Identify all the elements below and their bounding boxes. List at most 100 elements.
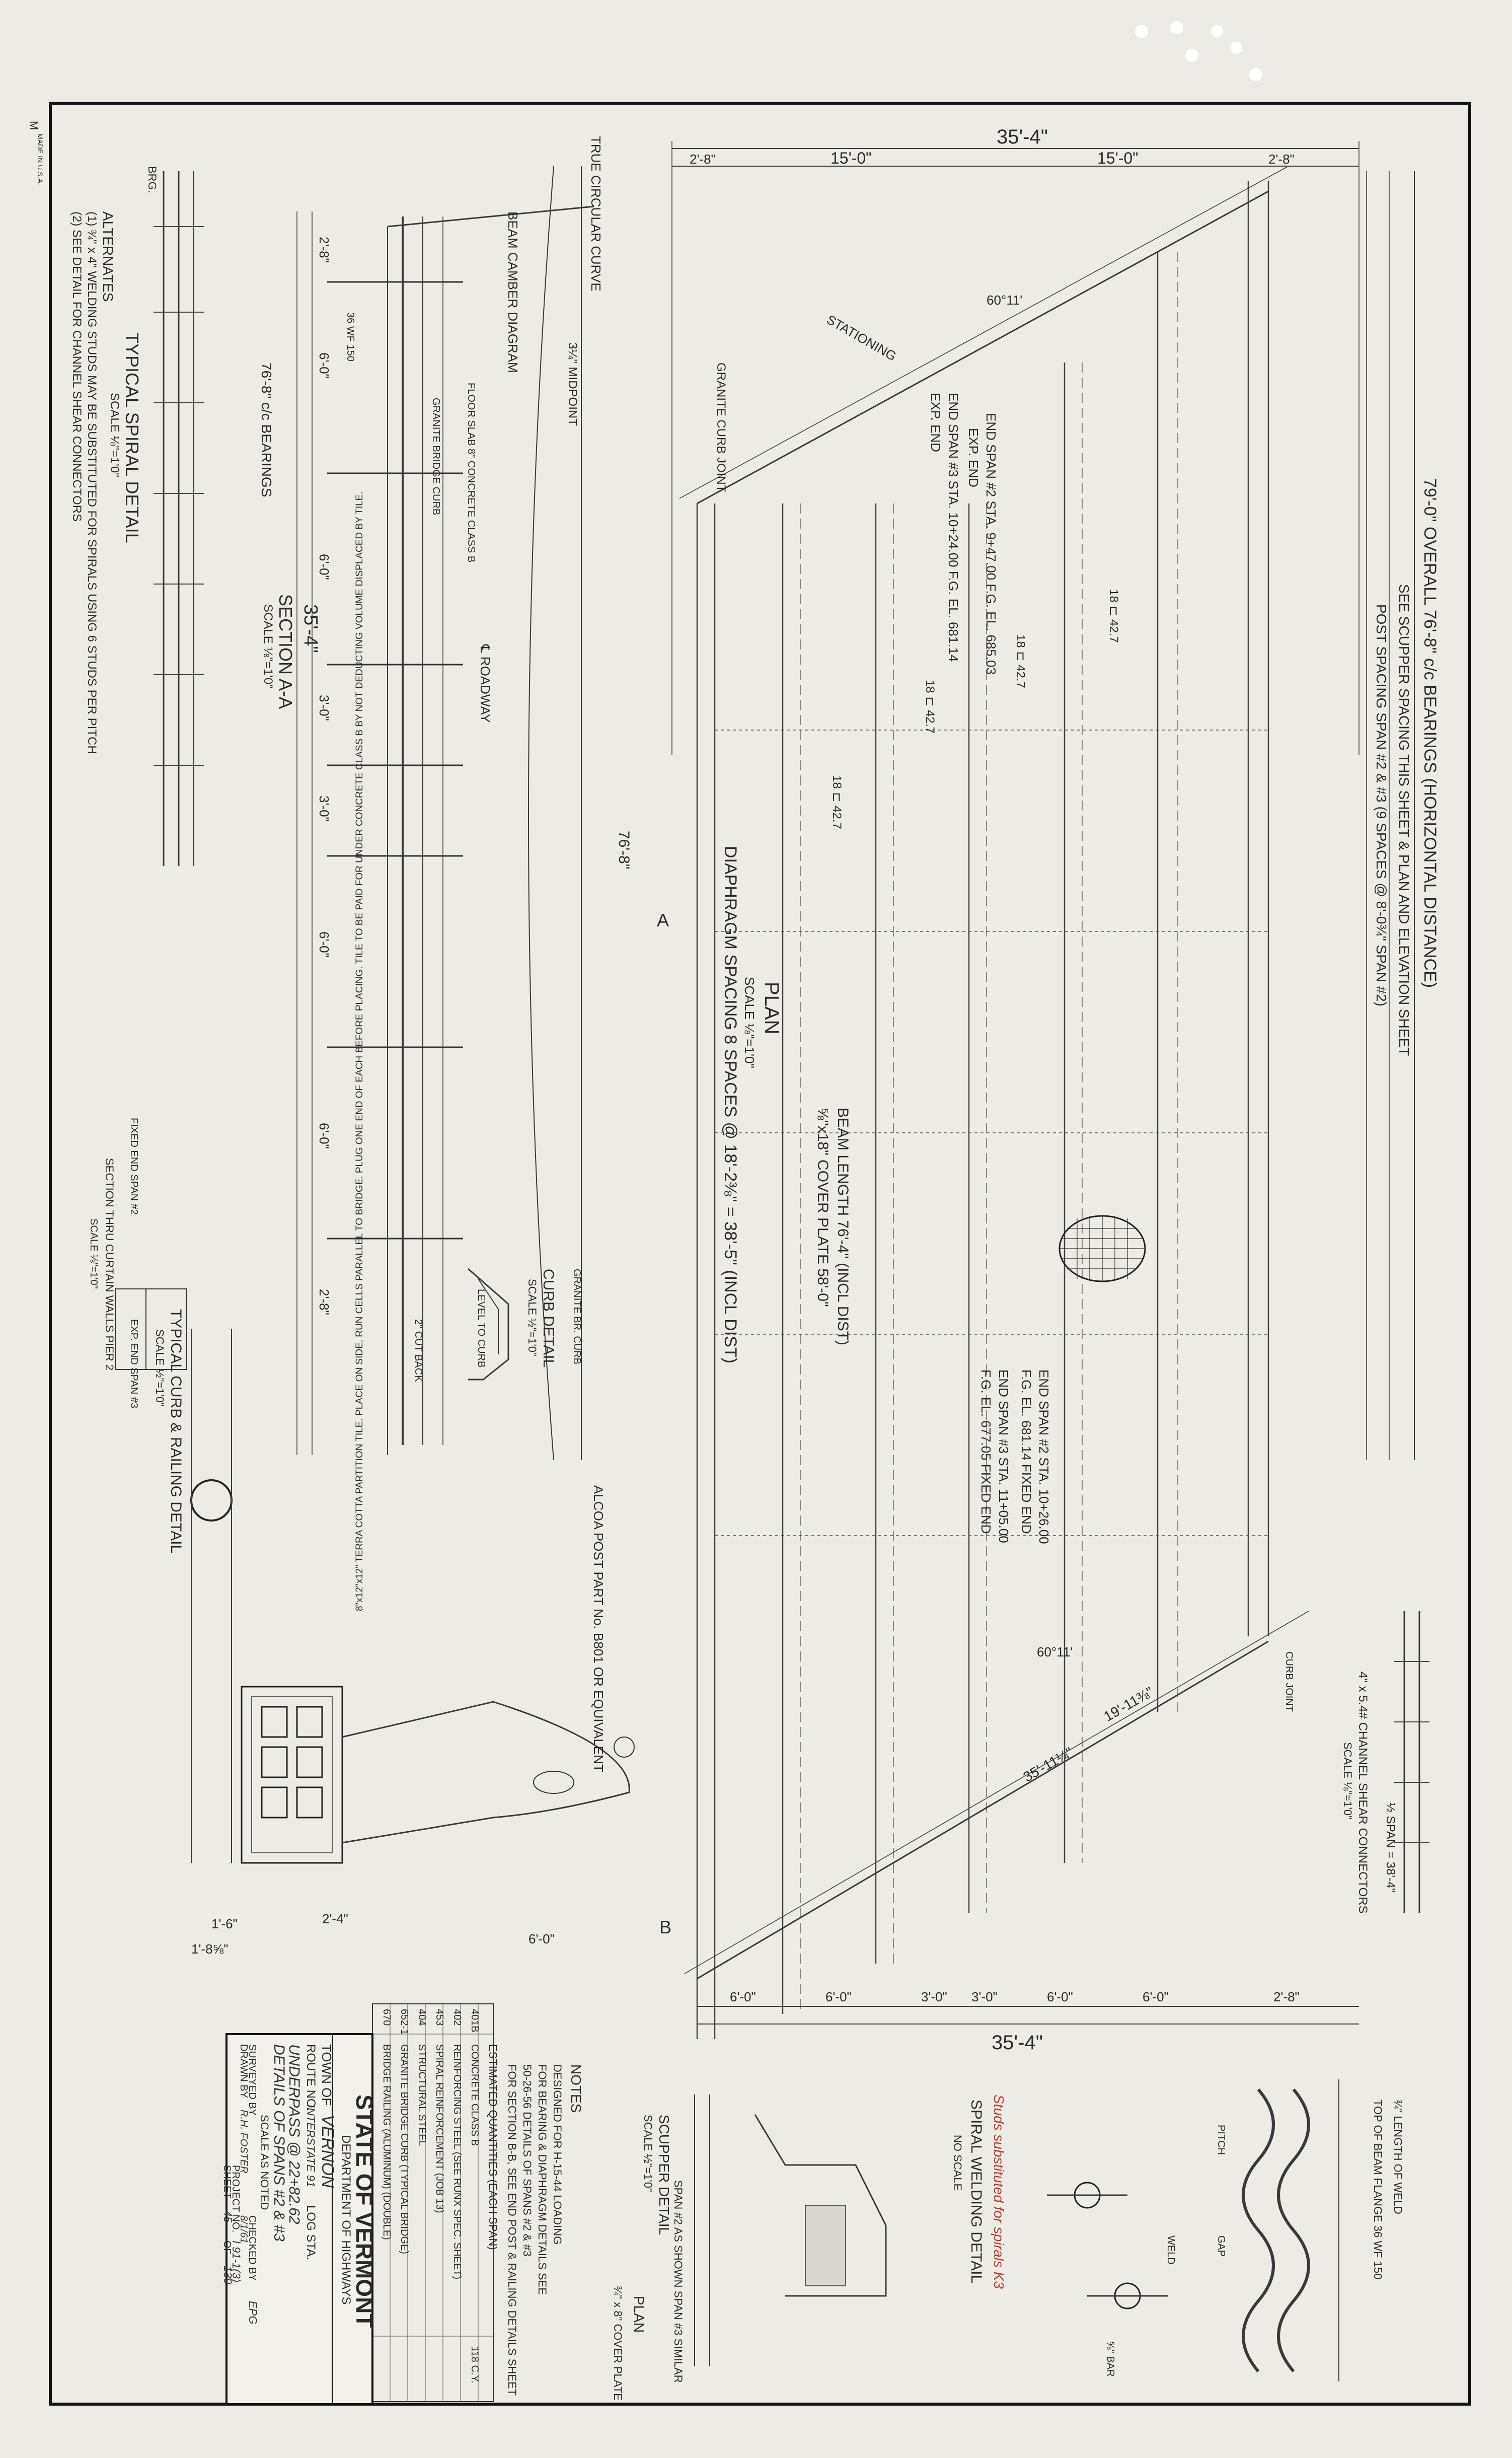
wall-section-title: SECTION THRU CURTAIN WALLS PIER 2: [103, 1158, 116, 1370]
wall-section-scale: SCALE ⅛"=1'0": [88, 1218, 99, 1289]
title-block: STATE OF VERMONT DEPARTMENT OF HIGHWAYS …: [221, 2033, 377, 2405]
notes-line-4: FOR SECTION B-B, SEE END POST & RAILING …: [506, 2064, 518, 2396]
plan-section-a: A: [657, 910, 669, 930]
plan-end-span-right-b: F.G. EL. 681.14 FIXED END: [1019, 1369, 1034, 1534]
weld-weld: WELD: [1165, 2235, 1176, 2265]
title-desc-2: DETAILS OF SPANS #2 & #3: [271, 2044, 287, 2242]
plan-angle-top: 60°11': [987, 293, 1022, 308]
weld-gap: GAP: [1216, 2235, 1227, 2257]
camber-title: BEAM CAMBER DIAGRAM: [505, 211, 520, 373]
railing-seg-3: 1'-8⅝": [191, 1941, 228, 1957]
plan-end-span-left-a: END SPAN #2 STA. 9+47.00 F.G. EL. 685.03: [984, 413, 999, 675]
title-town: VERNON: [318, 2115, 337, 2188]
plan-granite-curb-joint: GRANITE CURB JOINT: [714, 363, 728, 492]
plan-bottom-seg-2: 6'-0": [825, 1989, 852, 2004]
railing-seg-1: 1'-6": [211, 1916, 238, 1931]
plan-seg-edge2: 2'-8": [1268, 152, 1295, 167]
margin-stamp: M MADE IN U.S.A.: [28, 121, 44, 185]
plan-diaphragm: DIAPHRAGM SPACING 8 SPACES @ 18'-2⅜" = 3…: [721, 846, 740, 1363]
plan-section-b: B: [659, 1917, 671, 1937]
scupper-scale: SCALE ½"=1'0": [642, 2115, 654, 2192]
weld-top-flange: TOP OF BEAM FLANGE 36 WF 150: [1372, 2100, 1384, 2279]
section-aa: 35'-4" 2'-8" 6'-0" 6'-0" 3'-0" 3'-0" 6'-…: [261, 205, 594, 1455]
title-project-label: PROJECT NO.: [230, 2165, 241, 2232]
title-route-label: ROUTE NO.: [304, 2044, 318, 2111]
plan-cover-plate: ⅝"x18" COVER PLATE 58'-0": [814, 1108, 831, 1307]
spiral-scale: SCALE ⅛"=1'0": [108, 393, 121, 477]
weld-detail: SPIRAL WELDING DETAIL NO SCALE TOP OF BE…: [951, 2079, 1404, 2381]
camber-midpoint: 3¼" MIDPOINT: [566, 342, 579, 426]
quantity-code-5: 652-1: [399, 2009, 410, 2035]
notes-line-2: FOR BEARING & DIAPHRAGM DETAILS SEE: [536, 2064, 549, 2295]
quantity-desc-2: REINFORCING STEEL (SEE RUNX SPEC. SHEET): [451, 2044, 463, 2279]
plan-top-width: 35'-4": [997, 126, 1048, 148]
section-aa-seg-3: 6'-0": [317, 554, 332, 580]
section-aa-note-1: FLOOR SLAB 8" CONCRETE CLASS B: [466, 383, 477, 562]
margin-made-in: MADE IN U.S.A.: [36, 133, 44, 185]
title-desc-1: UNDERPASS @ 22+82.62: [286, 2044, 303, 2224]
quantity-code-2: 402: [451, 2009, 463, 2026]
plan-beam-label-3: 18 ⊏ 42.7: [923, 680, 937, 734]
notes-title: NOTES: [568, 2064, 584, 2113]
railing-tile-cells: [261, 1706, 323, 1819]
railing-seg-2: 2'-4": [322, 1911, 348, 1926]
title-checked: CHECKED BY: [247, 2215, 258, 2281]
railing-detail: TYPICAL CURB & RAILING DETAIL SCALE ½"=1…: [154, 491, 635, 1957]
plan-title: PLAN: [761, 982, 783, 1035]
plan-end-span-right-c: END SPAN #3 STA. 11+05.00: [996, 1369, 1011, 1543]
sheet-border: [49, 102, 1471, 2406]
title-surveyed: SURVEYED BY: [247, 2044, 258, 2116]
plan-beam-label-2: 18 ⊏ 42.7: [1014, 634, 1027, 688]
plan-seg-edge1: 2'-8": [690, 152, 716, 167]
weld-length: ¾" LENGTH OF WELD: [1392, 2100, 1404, 2214]
plan-bottom-width: 35'-4": [992, 2032, 1043, 2054]
margin-corner-mark: M: [28, 121, 40, 130]
plan-bottom-seg-6: 6'-0": [1143, 1989, 1169, 2004]
quantity-desc-3: SPIRAL REINFORCEMENT (JOB 13): [434, 2044, 445, 2213]
plan-bottom-seg-5: 6'-0": [1047, 1989, 1073, 2004]
section-aa-seg-1: 2'-8": [317, 237, 332, 263]
spiral-detail: BRG. 76'-8" c/c BEARINGS TYPICAL SPIRAL …: [70, 166, 274, 866]
curb-scale: SCALE ½"=1'0": [526, 1279, 539, 1356]
section-aa-seg-8: 2'-8": [317, 1289, 332, 1315]
plan-scupper-note: SEE SCUPPER SPACING THIS SHEET & PLAN AN…: [1396, 584, 1412, 1056]
shear-span: ½ SPAN = 38'-4": [1384, 1802, 1397, 1893]
shear-connectors: 4" x 5.4# CHANNEL SHEAR CONNECTORS SCALE…: [1341, 1611, 1429, 1914]
title-project: I 91-1(3): [230, 2240, 243, 2282]
curb-detail: CURB DETAIL SCALE ½"=1'0" GRANITE BR. CU…: [468, 1268, 582, 1381]
quantity-qty-1: 118 C.Y.: [469, 2346, 480, 2383]
notes-line-1: DESIGNED FOR H-15-44 LOADING: [551, 2064, 564, 2245]
section-aa-scale: SCALE ⅛"=1'0": [261, 604, 275, 689]
plan-end-span-left-b: EXP. END: [966, 428, 981, 487]
plan-bottom-seg-3: 3'-0": [921, 1989, 947, 2004]
quantity-code-1: 401B: [469, 2009, 480, 2033]
quantity-code-4: 404: [416, 2009, 427, 2026]
title-state: STATE OF VERMONT: [351, 2094, 377, 2328]
quantity-desc-1: CONCRETE CLASS B: [469, 2044, 480, 2146]
quantity-code-3: 453: [434, 2009, 445, 2026]
plan-post-spacing: POST SPACING SPAN #2 & #3 (9 SPACES @ 8'…: [1374, 604, 1389, 1006]
plan-girders: [696, 181, 1269, 2039]
weld-red-note: Studs substituted for spirals K3: [991, 2094, 1007, 2289]
scupper-note: SPAN #2 AS SHOWN SPAN #3 SIMILAR: [672, 2180, 685, 2383]
plan-beam-label-1: 18 ⊏ 42.7: [1107, 589, 1120, 643]
plan-seg-left: 15'-0": [830, 149, 872, 167]
plan-angle-bottom: 60°11': [1037, 1644, 1073, 1659]
spiral-alt-2: (2) SEE DETAIL FOR CHANNEL SHEAR CONNECT…: [70, 211, 84, 522]
plan-scale: SCALE ⅛"=1'0": [742, 977, 757, 1068]
section-aa-seg-4: 3'-0": [317, 695, 332, 721]
weld-pitch: PITCH: [1216, 2125, 1227, 2155]
quantity-desc-6: BRIDGE RAILING (ALUMINUM) (DOUBLE): [381, 2044, 392, 2240]
title-drawn-val: R.H. FOSTER: [238, 2110, 249, 2174]
title-log: LOG STA.: [304, 2205, 318, 2260]
title-total: 130: [221, 2266, 234, 2284]
title-drawn: DRAWN BY: [238, 2044, 249, 2098]
plan-scupper-hatch: [1059, 1215, 1146, 1282]
weld-scale: NO SCALE: [951, 2135, 964, 2191]
title-sheet: 45: [221, 2210, 234, 2223]
weld-bar: ⅝" BAR: [1105, 2341, 1116, 2376]
plan-end-span-right-a: END SPAN #2 STA. 10+26.00: [1036, 1369, 1051, 1544]
railing-title: TYPICAL CURB & RAILING DETAIL: [168, 1309, 184, 1553]
plan-seg-right: 15'-0": [1097, 149, 1139, 167]
